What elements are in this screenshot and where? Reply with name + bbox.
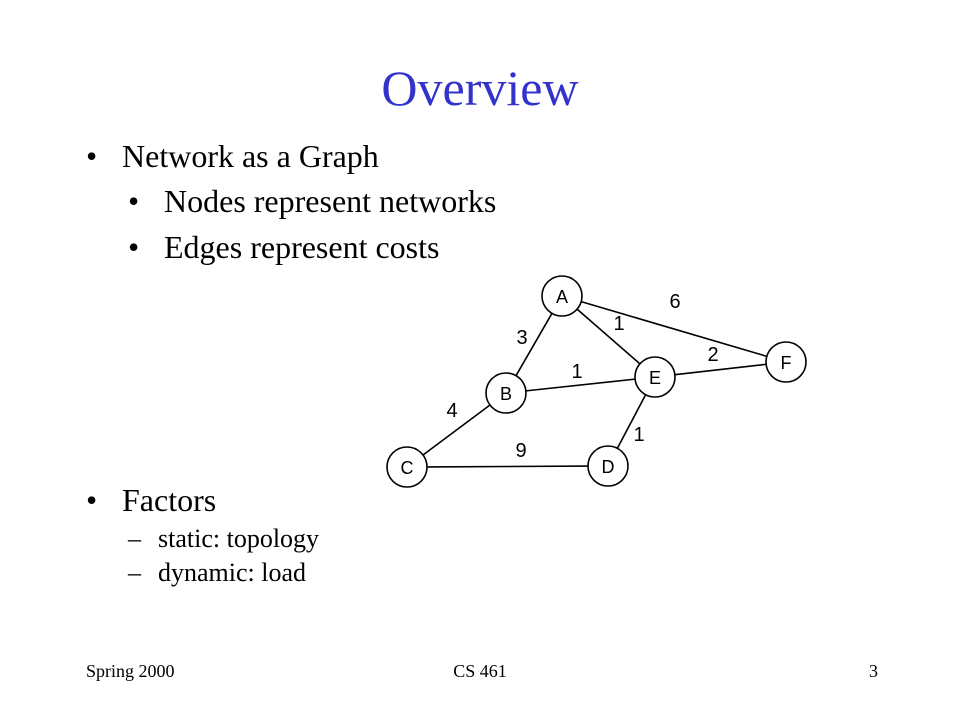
slide-title: Overview xyxy=(381,60,579,116)
node-circle xyxy=(386,446,428,488)
node-E: E xyxy=(634,356,676,398)
node-F: F xyxy=(765,341,807,383)
sub-bullet-text: dynamic: load xyxy=(158,558,307,587)
node-label: E xyxy=(649,368,661,388)
node-label: D xyxy=(602,457,615,477)
edge-weight-B-C: 4 xyxy=(446,400,457,422)
node-label: C xyxy=(401,458,414,478)
edge-A-F xyxy=(580,300,768,358)
edge-weight-A-E: 1 xyxy=(613,313,624,335)
edge-weight-A-F: 6 xyxy=(669,291,680,313)
edge-A-E xyxy=(576,308,641,365)
edge-weight-A-B: 3 xyxy=(516,327,527,349)
node-circle xyxy=(541,275,583,317)
edge-A-B xyxy=(515,312,553,377)
node-label: A xyxy=(556,287,568,307)
sub-bullet-dash: – xyxy=(128,558,141,587)
bullet-text: Edges represent costs xyxy=(164,229,440,265)
node-label: F xyxy=(781,353,792,373)
footer-term: Spring 2000 xyxy=(86,661,175,681)
edge-E-F xyxy=(674,363,767,376)
edge-B-E xyxy=(525,378,636,392)
bullet-text: Network as a Graph xyxy=(122,138,379,174)
edge-D-E xyxy=(616,394,647,449)
node-C: C xyxy=(386,446,428,488)
node-circle xyxy=(587,445,629,487)
bullet-dot: • xyxy=(128,183,140,219)
edge-weight-D-E: 1 xyxy=(633,424,644,446)
edge-weight-B-E: 1 xyxy=(571,361,582,383)
edge-weight-E-F: 2 xyxy=(707,344,718,366)
footer-course: CS 461 xyxy=(453,661,507,681)
bullet-dot: • xyxy=(86,138,98,174)
bullet-text: Nodes represent networks xyxy=(164,183,497,219)
footer-page-number: 3 xyxy=(869,661,878,681)
bullet-dot: • xyxy=(86,482,98,518)
node-B: B xyxy=(485,372,527,414)
sub-bullet-dash: – xyxy=(128,524,141,553)
sub-bullet-text: static: topology xyxy=(158,524,320,553)
bullet-text: Factors xyxy=(122,482,217,518)
node-D: D xyxy=(587,445,629,487)
node-circle xyxy=(765,341,807,383)
node-circle xyxy=(485,372,527,414)
edge-B-C xyxy=(422,404,491,456)
node-A: A xyxy=(541,275,583,317)
edge-weight-C-D: 9 xyxy=(515,440,526,462)
node-label: B xyxy=(500,384,512,404)
edge-C-D xyxy=(426,465,589,468)
bullet-dot: • xyxy=(128,229,140,265)
node-circle xyxy=(634,356,676,398)
